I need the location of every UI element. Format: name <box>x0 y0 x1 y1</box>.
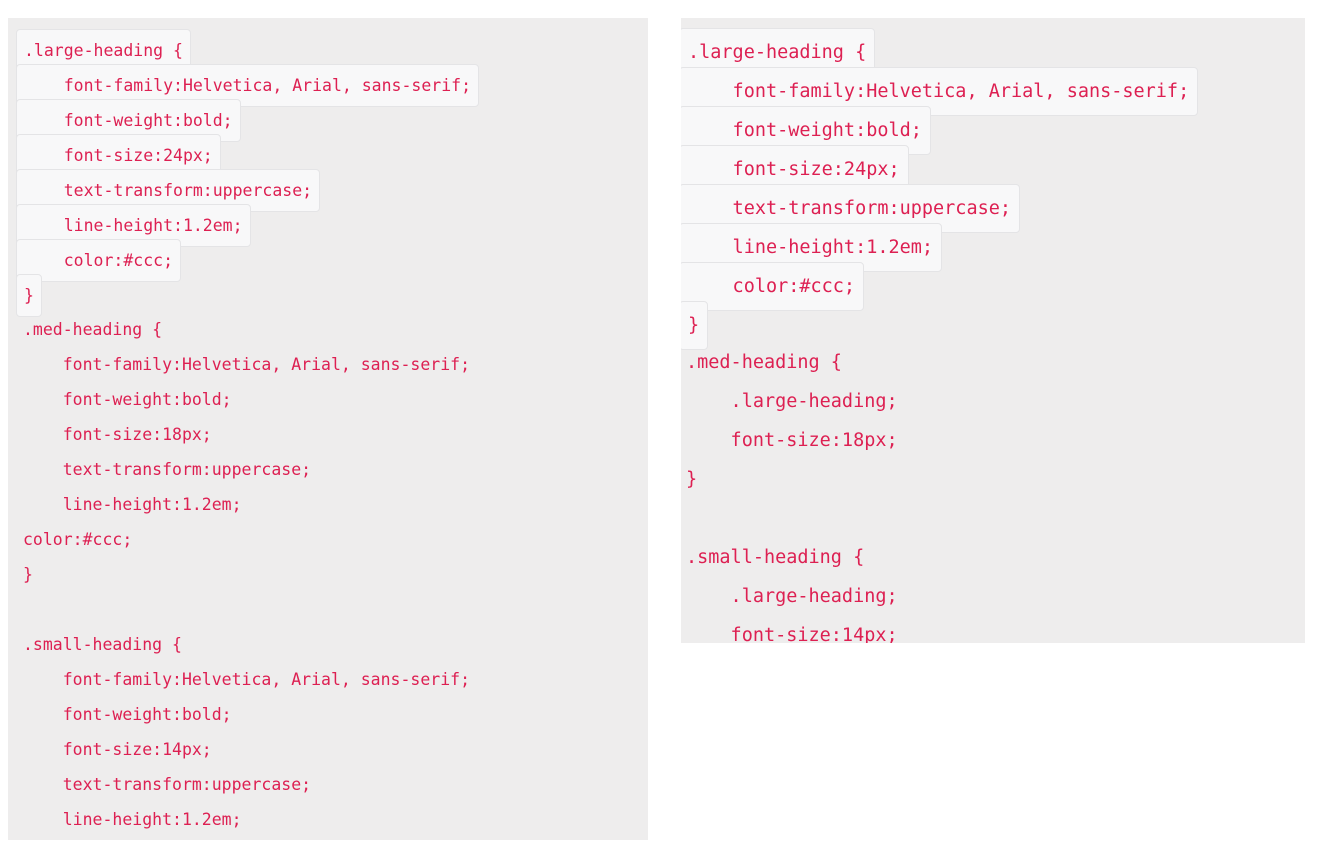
code-line-text: text-transform:uppercase; <box>23 460 312 479</box>
code-line: font-weight:bold; <box>8 379 648 414</box>
code-line: font-weight:bold; <box>8 99 648 142</box>
code-panel-right[interactable]: .large-heading { font-family:Helvetica, … <box>681 18 1305 643</box>
code-line: .small-heading { <box>8 624 648 659</box>
code-panel-left[interactable]: .large-heading { font-family:Helvetica, … <box>8 18 648 840</box>
code-line-text: line-height:1.2em; <box>23 495 242 514</box>
code-line: } <box>8 554 648 589</box>
code-line: .med-heading { <box>681 340 1305 379</box>
code-line: text-transform:uppercase; <box>8 764 648 799</box>
code-line-text: font-weight:bold; <box>23 705 232 724</box>
code-line: } <box>681 301 1305 350</box>
code-line: } <box>681 457 1305 496</box>
code-line-text: color:#ccc; <box>23 530 133 549</box>
code-line: font-size:14px; <box>8 729 648 764</box>
code-line: } <box>8 274 648 317</box>
code-line-text: font-size:18px; <box>23 425 212 444</box>
code-line-text: text-transform:uppercase; <box>23 775 312 794</box>
code-line-text: font-family:Helvetica, Arial, sans-serif… <box>23 355 471 374</box>
code-line: color:#ccc; <box>8 519 648 554</box>
code-line-text: .large-heading; <box>686 391 898 412</box>
code-line-text: .med-heading { <box>686 352 842 373</box>
code-line-text: .small-heading { <box>23 635 182 654</box>
code-line: line-height:1.2em; <box>8 204 648 247</box>
code-line: color:#ccc; <box>681 262 1305 311</box>
code-line: font-family:Helvetica, Arial, sans-serif… <box>8 64 648 107</box>
code-line-text: } <box>23 565 33 584</box>
code-line: font-family:Helvetica, Arial, sans-serif… <box>681 67 1305 116</box>
code-line: line-height:1.2em; <box>8 799 648 834</box>
code-line: line-height:1.2em; <box>8 484 648 519</box>
code-line: line-height:1.2em; <box>681 223 1305 272</box>
code-line: font-family:Helvetica, Arial, sans-serif… <box>8 344 648 379</box>
code-line: text-transform:uppercase; <box>8 449 648 484</box>
code-line: font-size:18px; <box>8 414 648 449</box>
code-line-highlight: } <box>16 274 42 317</box>
code-line-text: font-family:Helvetica, Arial, sans-serif… <box>23 670 471 689</box>
code-line <box>8 589 648 624</box>
code-line: font-size:18px; <box>681 418 1305 457</box>
code-line-text: font-size:14px; <box>686 625 898 643</box>
code-line-highlight: font-family:Helvetica, Arial, sans-serif… <box>16 64 480 107</box>
code-line: .small-heading { <box>681 535 1305 574</box>
code-line-text: font-size:18px; <box>686 430 898 451</box>
code-line: font-size:14px; <box>681 613 1305 643</box>
code-line: font-weight:bold; <box>8 694 648 729</box>
code-line: color:#ccc; <box>8 239 648 282</box>
code-line: font-family:Helvetica, Arial, sans-serif… <box>8 659 648 694</box>
code-line: .large-heading; <box>681 574 1305 613</box>
code-line: .large-heading { <box>8 29 648 72</box>
code-line: color:#ccc; <box>8 834 648 840</box>
code-line <box>681 496 1305 535</box>
code-line: text-transform:uppercase; <box>681 184 1305 233</box>
code-line-highlight: color:#ccc; <box>16 239 182 282</box>
code-line: .med-heading { <box>8 309 648 344</box>
code-line: font-size:24px; <box>681 145 1305 194</box>
code-line: font-size:24px; <box>8 134 648 177</box>
code-line-text: .med-heading { <box>23 320 163 339</box>
code-line-text: font-size:14px; <box>23 740 212 759</box>
code-line: .large-heading { <box>681 28 1305 77</box>
code-line: font-weight:bold; <box>681 106 1305 155</box>
code-line-text: .small-heading { <box>686 547 865 568</box>
code-line-text: color:#ccc; <box>16 834 179 840</box>
code-line: text-transform:uppercase; <box>8 169 648 212</box>
code-line-text: } <box>686 469 698 490</box>
code-line: .large-heading; <box>681 379 1305 418</box>
code-line-text: .large-heading; <box>686 586 898 607</box>
code-line-highlight: } <box>681 301 709 350</box>
code-line-text: font-weight:bold; <box>23 390 232 409</box>
code-line-highlight: color:#ccc; <box>681 262 865 311</box>
code-line-text: line-height:1.2em; <box>23 810 242 829</box>
